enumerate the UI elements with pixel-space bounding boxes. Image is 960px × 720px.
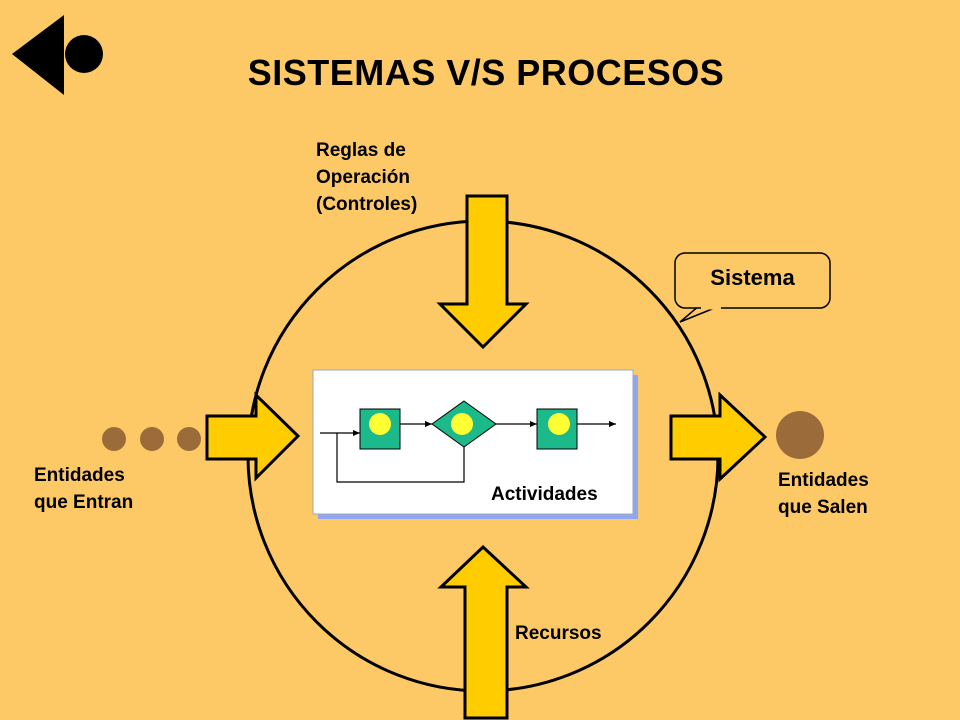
activity-token [369, 413, 391, 435]
controls-label-line: (Controles) [316, 194, 418, 215]
activities-label: Actividades [491, 484, 598, 505]
controls-label-line: Reglas de [316, 140, 406, 161]
entities-in-label-line: Entidades [34, 465, 125, 486]
entities-in-label-line: que Entran [34, 492, 134, 513]
system-callout-box [674, 252, 831, 309]
system-callout-label: Sistema [710, 265, 795, 290]
controls-label-line: Operación [316, 167, 410, 188]
controls-label: Reglas de Operación (Controles) [316, 137, 417, 218]
entities-out-arrow [669, 391, 768, 483]
page-title: SISTEMAS V/S PROCESOS [247, 52, 725, 93]
entities-in-label: Entidades que Entran [34, 462, 133, 516]
entities-out-label: Entidades que Salen [778, 467, 869, 521]
resources-label: Recursos [515, 623, 602, 644]
activity-token [548, 413, 570, 435]
decision-token [451, 413, 473, 435]
entity-out-dot [776, 411, 824, 459]
controls-arrow [436, 194, 530, 350]
entity-in-dot [102, 427, 126, 451]
process-arrowheads [353, 421, 616, 436]
back-arrow-icon[interactable] [12, 15, 103, 95]
entities-out-label-line: que Salen [778, 497, 868, 518]
entities-out-label-line: Entidades [778, 470, 869, 491]
entity-in-dot [140, 427, 164, 451]
resources-arrow [437, 544, 530, 720]
entities-in-arrow [205, 391, 301, 482]
entity-in-dot [177, 427, 201, 451]
